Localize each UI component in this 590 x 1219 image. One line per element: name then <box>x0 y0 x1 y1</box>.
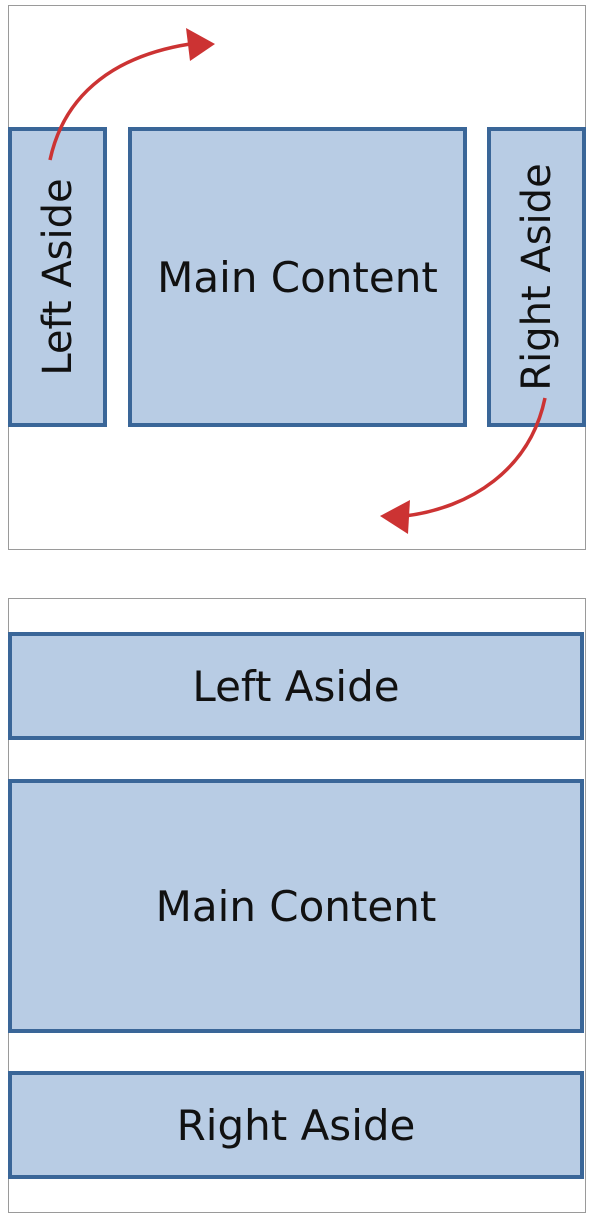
bottom-main-content-box: Main Content <box>8 779 584 1033</box>
bottom-right-aside-label: Right Aside <box>176 1100 416 1150</box>
top-left-aside-label: Left Aside <box>34 178 81 376</box>
bottom-right-aside-box: Right Aside <box>8 1071 584 1179</box>
bottom-left-aside-box: Left Aside <box>8 632 584 740</box>
bottom-main-content-label: Main Content <box>155 881 437 931</box>
bottom-left-aside-label: Left Aside <box>192 661 400 711</box>
top-left-aside-box: Left Aside <box>8 127 107 427</box>
top-right-aside-label: Right Aside <box>513 163 560 391</box>
top-main-content-label: Main Content <box>157 252 438 302</box>
top-right-aside-box: Right Aside <box>487 127 586 427</box>
top-main-content-box: Main Content <box>128 127 467 427</box>
